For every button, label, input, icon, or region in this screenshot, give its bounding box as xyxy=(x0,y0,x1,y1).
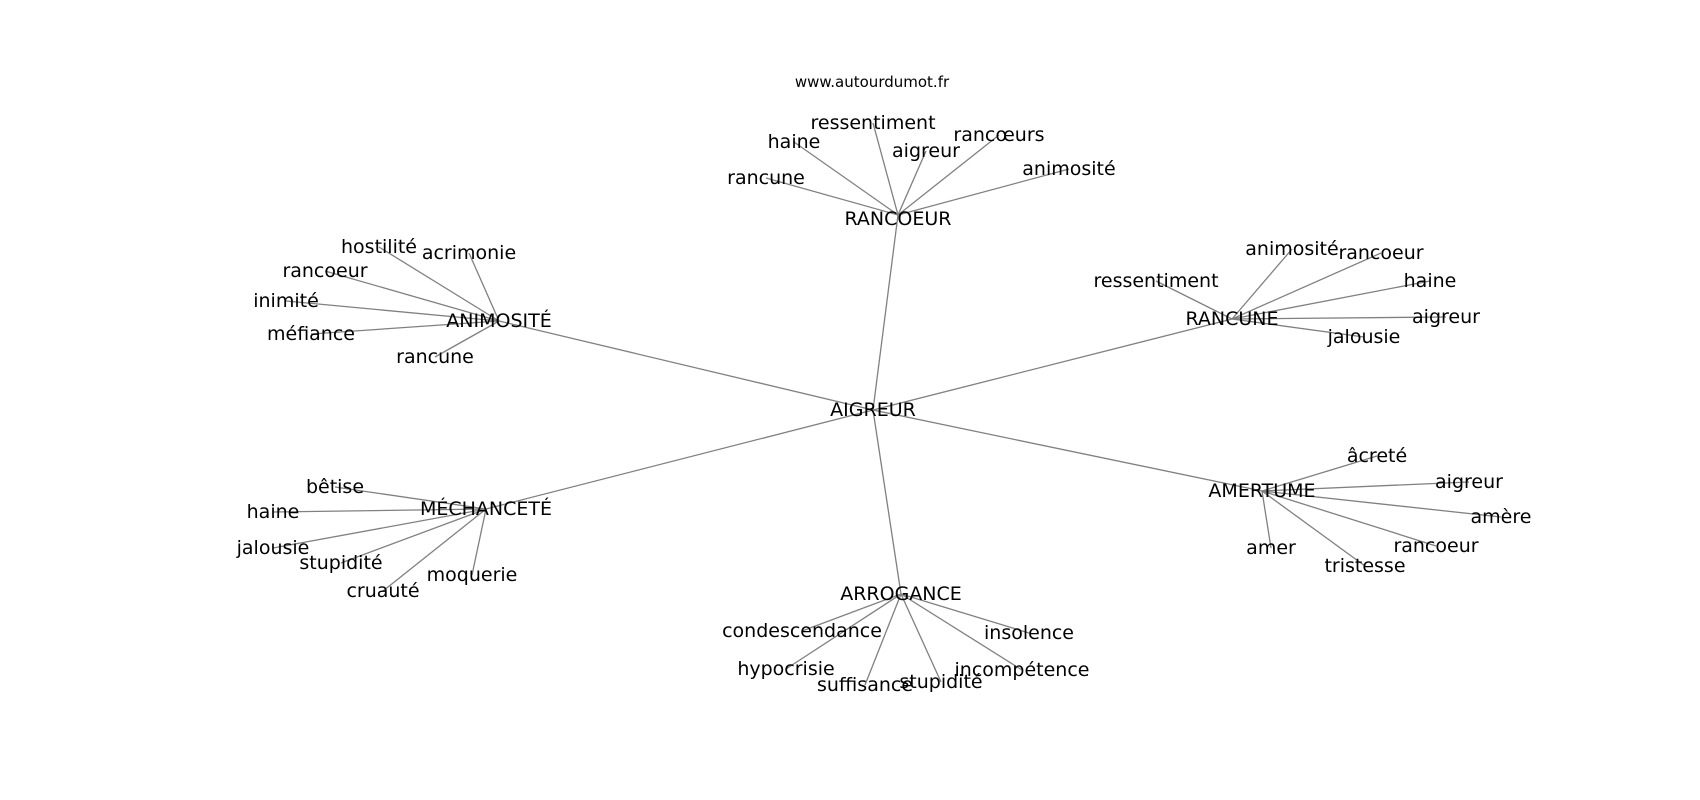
edge-hub-to-leaf xyxy=(471,508,487,576)
edge-hub-to-leaf xyxy=(900,593,1023,671)
hub-word[interactable]: ARROGANCE xyxy=(840,583,962,605)
edge-hub-to-leaf xyxy=(272,508,487,513)
leaf-word[interactable]: rancoeur xyxy=(1393,535,1478,557)
leaf-word[interactable]: hypocrisie xyxy=(737,658,834,680)
edge-center-to-hub xyxy=(872,318,1233,411)
edge-hub-to-leaf xyxy=(272,508,487,549)
leaf-word[interactable]: hostilité xyxy=(341,236,417,258)
hub-word[interactable]: ANIMOSITÉ xyxy=(446,309,551,332)
edge-hub-to-leaf xyxy=(310,320,500,335)
leaf-word[interactable]: incompétence xyxy=(955,659,1090,681)
edge-hub-to-leaf xyxy=(900,593,1030,634)
leaf-word[interactable]: haine xyxy=(768,131,821,153)
leaf-word[interactable]: jalousie xyxy=(1327,326,1401,348)
edge-hub-to-leaf xyxy=(900,593,942,683)
edge-hub-to-leaf xyxy=(382,508,487,592)
leaf-word[interactable]: inimité xyxy=(253,290,319,312)
leaf-word[interactable]: aigreur xyxy=(1435,471,1503,493)
leaf-word[interactable]: ressentiment xyxy=(810,112,935,134)
edge-hub-to-leaf xyxy=(334,486,487,510)
leaf-word[interactable]: aigreur xyxy=(892,140,960,162)
edge-hub-to-leaf xyxy=(340,508,487,564)
leaf-word[interactable]: cruauté xyxy=(346,580,419,602)
edge-hub-to-leaf xyxy=(1261,490,1366,567)
leaf-word[interactable]: insolence xyxy=(984,622,1074,644)
hub-word[interactable]: RANCOEUR xyxy=(845,208,952,230)
edge-hub-to-leaf xyxy=(1155,280,1233,320)
center-word[interactable]: AIGREUR xyxy=(830,399,916,421)
edge-hub-to-leaf xyxy=(897,168,1070,216)
leaf-word[interactable]: ressentiment xyxy=(1093,270,1218,292)
leaf-word[interactable]: rancune xyxy=(396,346,474,368)
leaf-word[interactable]: rancoeur xyxy=(1338,242,1423,264)
edge-hub-to-leaf xyxy=(378,246,500,322)
hub-word[interactable]: MÉCHANCETÉ xyxy=(420,497,552,520)
leaf-word[interactable]: amer xyxy=(1246,537,1296,559)
edge-hub-to-leaf xyxy=(897,134,1000,216)
edge-hub-to-leaf xyxy=(1261,490,1272,549)
edge-hub-to-leaf xyxy=(468,252,500,322)
edge-hub-to-leaf xyxy=(1261,455,1378,492)
edge-hub-to-leaf xyxy=(765,177,899,216)
hub-word[interactable]: AMERTUME xyxy=(1208,480,1315,502)
leaf-word[interactable]: rancoeur xyxy=(282,260,367,282)
leaf-word[interactable]: aigreur xyxy=(1412,306,1480,328)
edge-hub-to-leaf xyxy=(1231,318,1365,338)
leaf-word[interactable]: stupidité xyxy=(299,552,382,574)
edge-hub-to-leaf xyxy=(285,300,500,322)
edge-hub-to-leaf xyxy=(1231,252,1382,320)
leaf-word[interactable]: bêtise xyxy=(306,476,364,498)
edge-center-to-hub xyxy=(485,409,874,510)
edge-hub-to-leaf xyxy=(1261,481,1470,492)
edge-hub-to-leaf xyxy=(793,141,899,216)
edge-hub-to-leaf xyxy=(864,593,902,686)
leaf-word[interactable]: animosité xyxy=(1022,158,1115,180)
leaf-word[interactable]: âcreté xyxy=(1347,445,1407,467)
edge-center-to-hub xyxy=(872,214,899,411)
leaf-word[interactable]: jalousie xyxy=(236,537,310,559)
leaf-word[interactable]: rancune xyxy=(727,167,805,189)
edge-hub-to-leaf xyxy=(801,593,902,632)
edge-hub-to-leaf xyxy=(1261,490,1502,518)
edge-center-to-hub xyxy=(498,320,874,411)
edge-center-to-hub xyxy=(872,409,1263,492)
edge-hub-to-leaf xyxy=(897,150,927,216)
graph-edges xyxy=(272,122,1502,686)
edge-hub-to-leaf xyxy=(872,122,899,216)
site-url[interactable]: www.autourdumot.fr xyxy=(795,73,950,91)
leaf-word[interactable]: amère xyxy=(1471,506,1532,528)
hub-word[interactable]: RANCUNE xyxy=(1185,308,1278,330)
edge-center-to-hub xyxy=(872,409,902,595)
edge-hub-to-leaf xyxy=(434,320,500,358)
edge-hub-to-leaf xyxy=(324,270,500,322)
leaf-word[interactable]: animosité xyxy=(1245,238,1338,260)
leaf-word[interactable]: suffisance xyxy=(817,674,913,696)
leaf-word[interactable]: méfiance xyxy=(267,323,355,345)
edge-hub-to-leaf xyxy=(1231,280,1431,320)
leaf-word[interactable]: haine xyxy=(1404,270,1457,292)
leaf-word[interactable]: acrimonie xyxy=(422,242,516,264)
edge-hub-to-leaf xyxy=(785,593,902,670)
leaf-word[interactable]: stupidité xyxy=(899,671,982,693)
graph-labels: www.autourdumot.fr AIGREUR RANCOEUR resse… xyxy=(236,73,1532,696)
leaf-word[interactable]: haine xyxy=(247,501,300,523)
leaf-word[interactable]: tristesse xyxy=(1324,555,1405,577)
leaf-word[interactable]: rancœurs xyxy=(953,124,1044,146)
edge-hub-to-leaf xyxy=(1261,490,1437,547)
leaf-word[interactable]: moquerie xyxy=(427,564,518,586)
leaf-word[interactable]: condescendance xyxy=(722,620,882,642)
edge-hub-to-leaf xyxy=(1231,316,1447,320)
edge-hub-to-leaf xyxy=(1231,248,1293,320)
